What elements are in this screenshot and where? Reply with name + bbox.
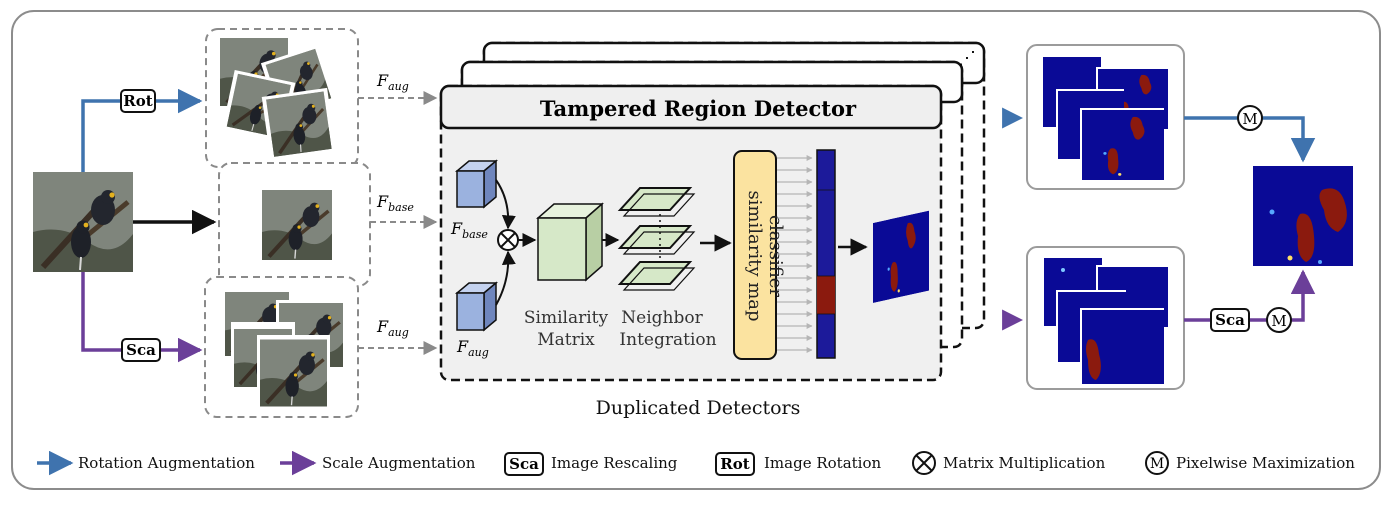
rotation-path-arrow xyxy=(81,88,203,172)
circle-m-icon: M xyxy=(1237,105,1263,131)
cube-aug-label: F xyxy=(456,337,469,356)
rotation-merge-arrow xyxy=(1184,116,1316,163)
feature-cube-aug xyxy=(454,281,499,332)
sca-right-label: Sca xyxy=(1215,311,1245,329)
rotation-heatmaps xyxy=(1026,44,1185,190)
neighbor-label-1: Neighbor xyxy=(621,308,703,328)
cube-base-label: F xyxy=(450,219,463,238)
circle-m-icon: M xyxy=(1145,451,1169,475)
legend: Rotation Augmentation Scale Augmentation… xyxy=(37,450,1355,476)
f-base-mid: F xyxy=(376,192,389,211)
f-aug-bottom: F xyxy=(376,317,389,336)
similarity-matrix-cube xyxy=(536,202,604,282)
scaled-images-group xyxy=(204,276,359,418)
legend-sca-key: Sca xyxy=(509,455,539,473)
svg-text:Fbase: Fbase xyxy=(450,219,488,241)
feature-labels: Faug Fbase Faug xyxy=(358,71,438,355)
base-image-group xyxy=(218,162,371,287)
neighbor-integration-planes xyxy=(617,187,696,291)
sca-badge-right: Sca xyxy=(1210,308,1250,332)
classifier-output-arrows xyxy=(777,155,813,353)
m-top: M xyxy=(1242,110,1257,128)
legend-sca: Image Rescaling xyxy=(551,454,678,472)
legend-rot: Image Rotation xyxy=(764,454,881,472)
svg-text:Faug: Faug xyxy=(456,337,489,359)
sca-badge-label: Sca xyxy=(126,341,156,359)
feature-cube-base xyxy=(454,159,499,209)
tampered-region-detector: Tampered Region Detector xyxy=(439,84,943,382)
cube-base-arrow xyxy=(495,179,516,230)
stack-ellipsis: ⋰ xyxy=(958,48,976,69)
rot-badge: Rot xyxy=(120,89,156,113)
neighbor-label-2: Integration xyxy=(619,330,716,350)
detector-title: Tampered Region Detector xyxy=(540,96,857,121)
sca-badge: Sca xyxy=(121,338,161,362)
cube-aug-arrow xyxy=(495,250,516,306)
svg-text:Faug: Faug xyxy=(376,71,409,93)
legend-rotation: Rotation Augmentation xyxy=(78,454,255,472)
legend-m: Pixelwise Maximization xyxy=(1176,454,1355,472)
f-aug-top: F xyxy=(376,71,389,90)
similarity-matrix-label-1: Similarity xyxy=(524,308,609,328)
cube-base-label-sub: base xyxy=(462,228,488,241)
legend-matmul: Matrix Multiplication xyxy=(943,454,1106,472)
input-image xyxy=(33,172,133,272)
legend-scale: Scale Augmentation xyxy=(322,454,476,472)
circle-times-icon xyxy=(912,451,936,475)
similarity-map-classifier: similarity map classifier xyxy=(733,150,786,360)
f-aug-top-sub: aug xyxy=(388,80,409,93)
svg-text:Fbase: Fbase xyxy=(376,192,414,214)
f-aug-bottom-sub: aug xyxy=(388,326,409,339)
classifier-label-2: classifier xyxy=(765,215,786,297)
prediction-column xyxy=(816,149,836,359)
rot-badge-label: Rot xyxy=(123,92,152,110)
circle-times-icon xyxy=(497,229,519,251)
duplicated-detectors-label: Duplicated Detectors xyxy=(596,397,801,419)
final-heatmap xyxy=(1253,166,1353,266)
m-bottom: M xyxy=(1271,312,1286,330)
cube-aug-label-sub: aug xyxy=(468,346,489,359)
scale-heatmaps xyxy=(1026,246,1185,390)
circle-m-icon: M xyxy=(1266,307,1292,333)
legend-m-key: M xyxy=(1150,456,1164,472)
f-base-mid-sub: base xyxy=(388,201,414,214)
detector-output-mask xyxy=(873,210,929,303)
similarity-matrix-label-2: Matrix xyxy=(537,330,595,350)
legend-rot-key: Rot xyxy=(720,455,749,473)
svg-text:Faug: Faug xyxy=(376,317,409,339)
classifier-label-1: similarity map xyxy=(744,190,765,321)
rotated-images-group xyxy=(205,28,359,168)
